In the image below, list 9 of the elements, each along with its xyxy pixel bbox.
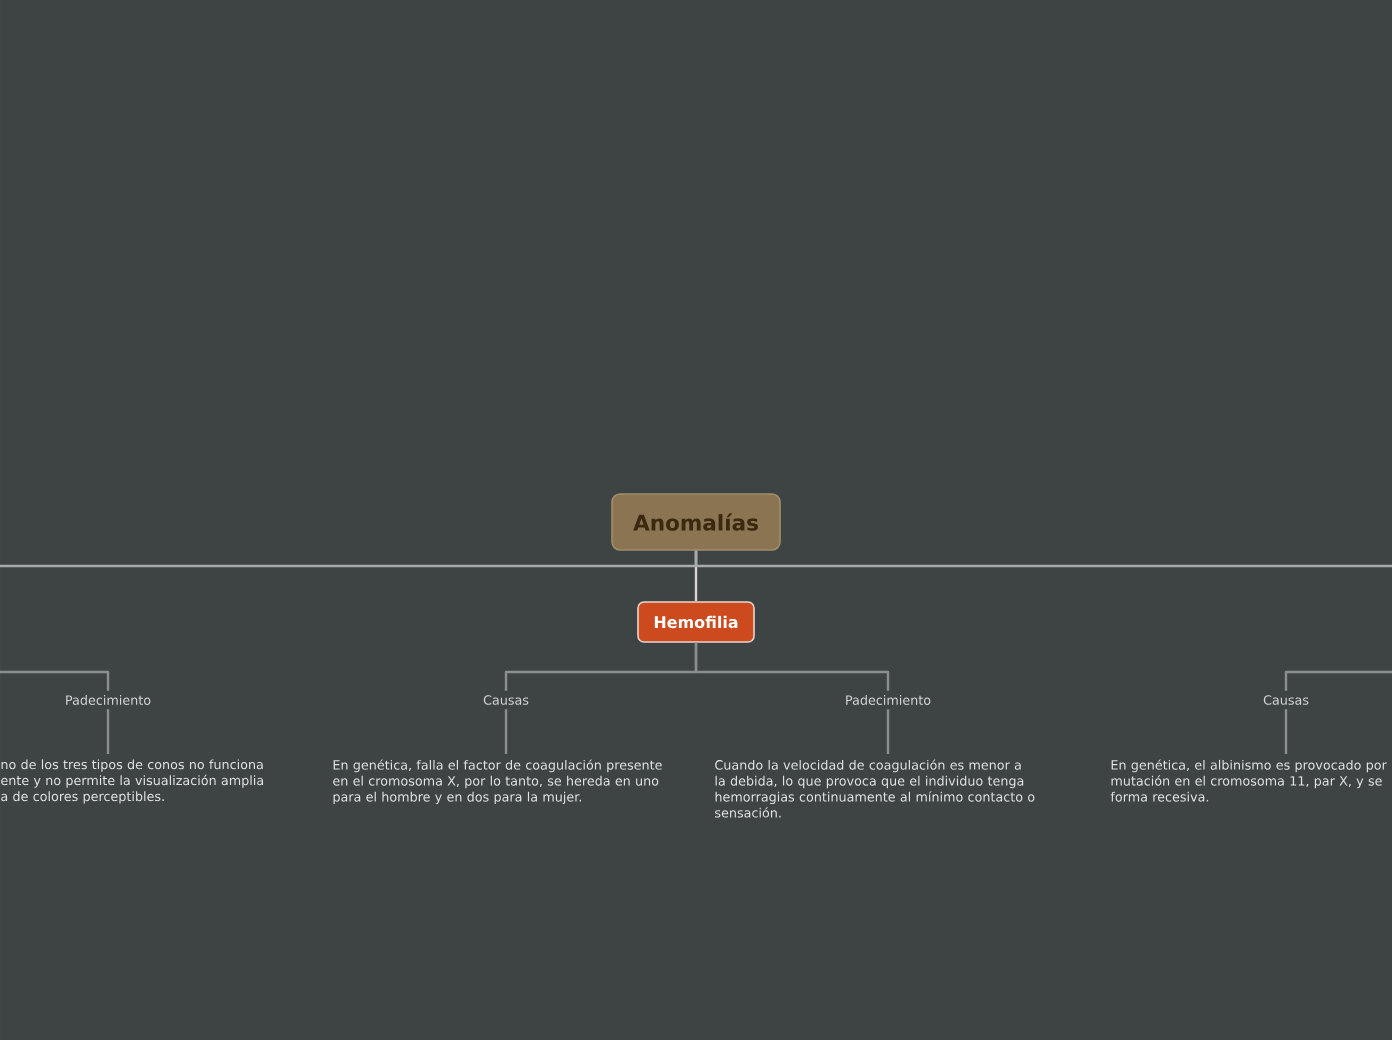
connector-line — [106, 709, 110, 754]
connector-line — [694, 642, 890, 691]
connector-line — [694, 550, 1392, 568]
connector-line — [504, 709, 508, 754]
connector-line — [0, 670, 110, 691]
connector-line — [1284, 709, 1288, 754]
connector-line — [886, 709, 890, 754]
topic-box: Anomalías — [611, 493, 781, 551]
connector-line — [1284, 670, 1392, 691]
